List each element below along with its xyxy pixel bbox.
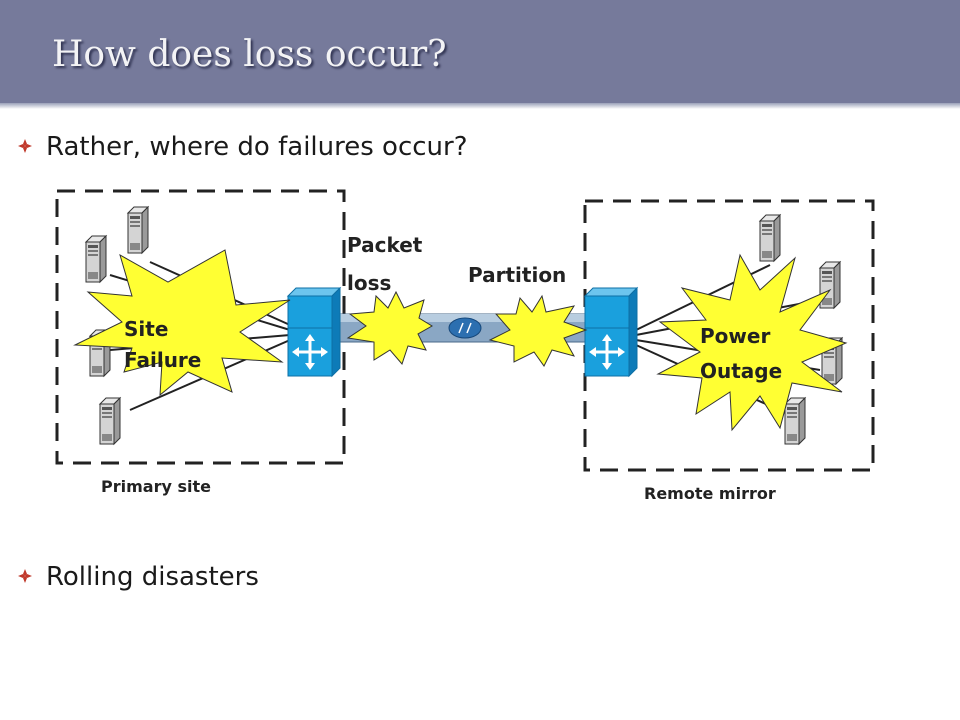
bullet-item: Rolling disasters (18, 562, 259, 592)
server-icon (99, 397, 121, 445)
router-icon (286, 286, 342, 378)
site-failure-label: Site (124, 317, 168, 341)
server-icon (784, 397, 806, 445)
bullet-text: Rolling disasters (46, 562, 259, 592)
remote-mirror-boundary (583, 199, 875, 472)
slide-title: How does loss occur? (52, 34, 447, 75)
title-bar (0, 0, 960, 103)
packet-loss-burst (346, 290, 433, 365)
server-icon (819, 261, 841, 309)
packet-loss-label: Packet (347, 233, 423, 257)
power-outage-label: Power (700, 324, 770, 348)
site-failure-label: Failure (124, 348, 201, 372)
server-icon (127, 206, 149, 254)
router-icon (583, 286, 639, 378)
bullet-diamond-icon (18, 569, 32, 583)
power-outage-label: Outage (700, 359, 782, 383)
network-diagram: Site Failure Packet loss Partition Power… (55, 189, 875, 503)
primary-site-label: Primary site (101, 477, 211, 496)
packet-loss-label: loss (347, 271, 391, 295)
bullet-diamond-icon (18, 139, 32, 153)
bullet-text: Rather, where do failures occur? (46, 132, 468, 162)
remote-mirror-label: Remote mirror (644, 484, 776, 503)
server-icon (85, 235, 107, 283)
bullet-item: Rather, where do failures occur? (18, 132, 468, 162)
title-bar-shadow (0, 103, 960, 109)
partition-burst (488, 294, 588, 367)
power-outage-burst (656, 253, 848, 432)
server-icon (759, 214, 781, 262)
site-failure-burst (73, 249, 291, 397)
partition-label: Partition (468, 263, 566, 287)
